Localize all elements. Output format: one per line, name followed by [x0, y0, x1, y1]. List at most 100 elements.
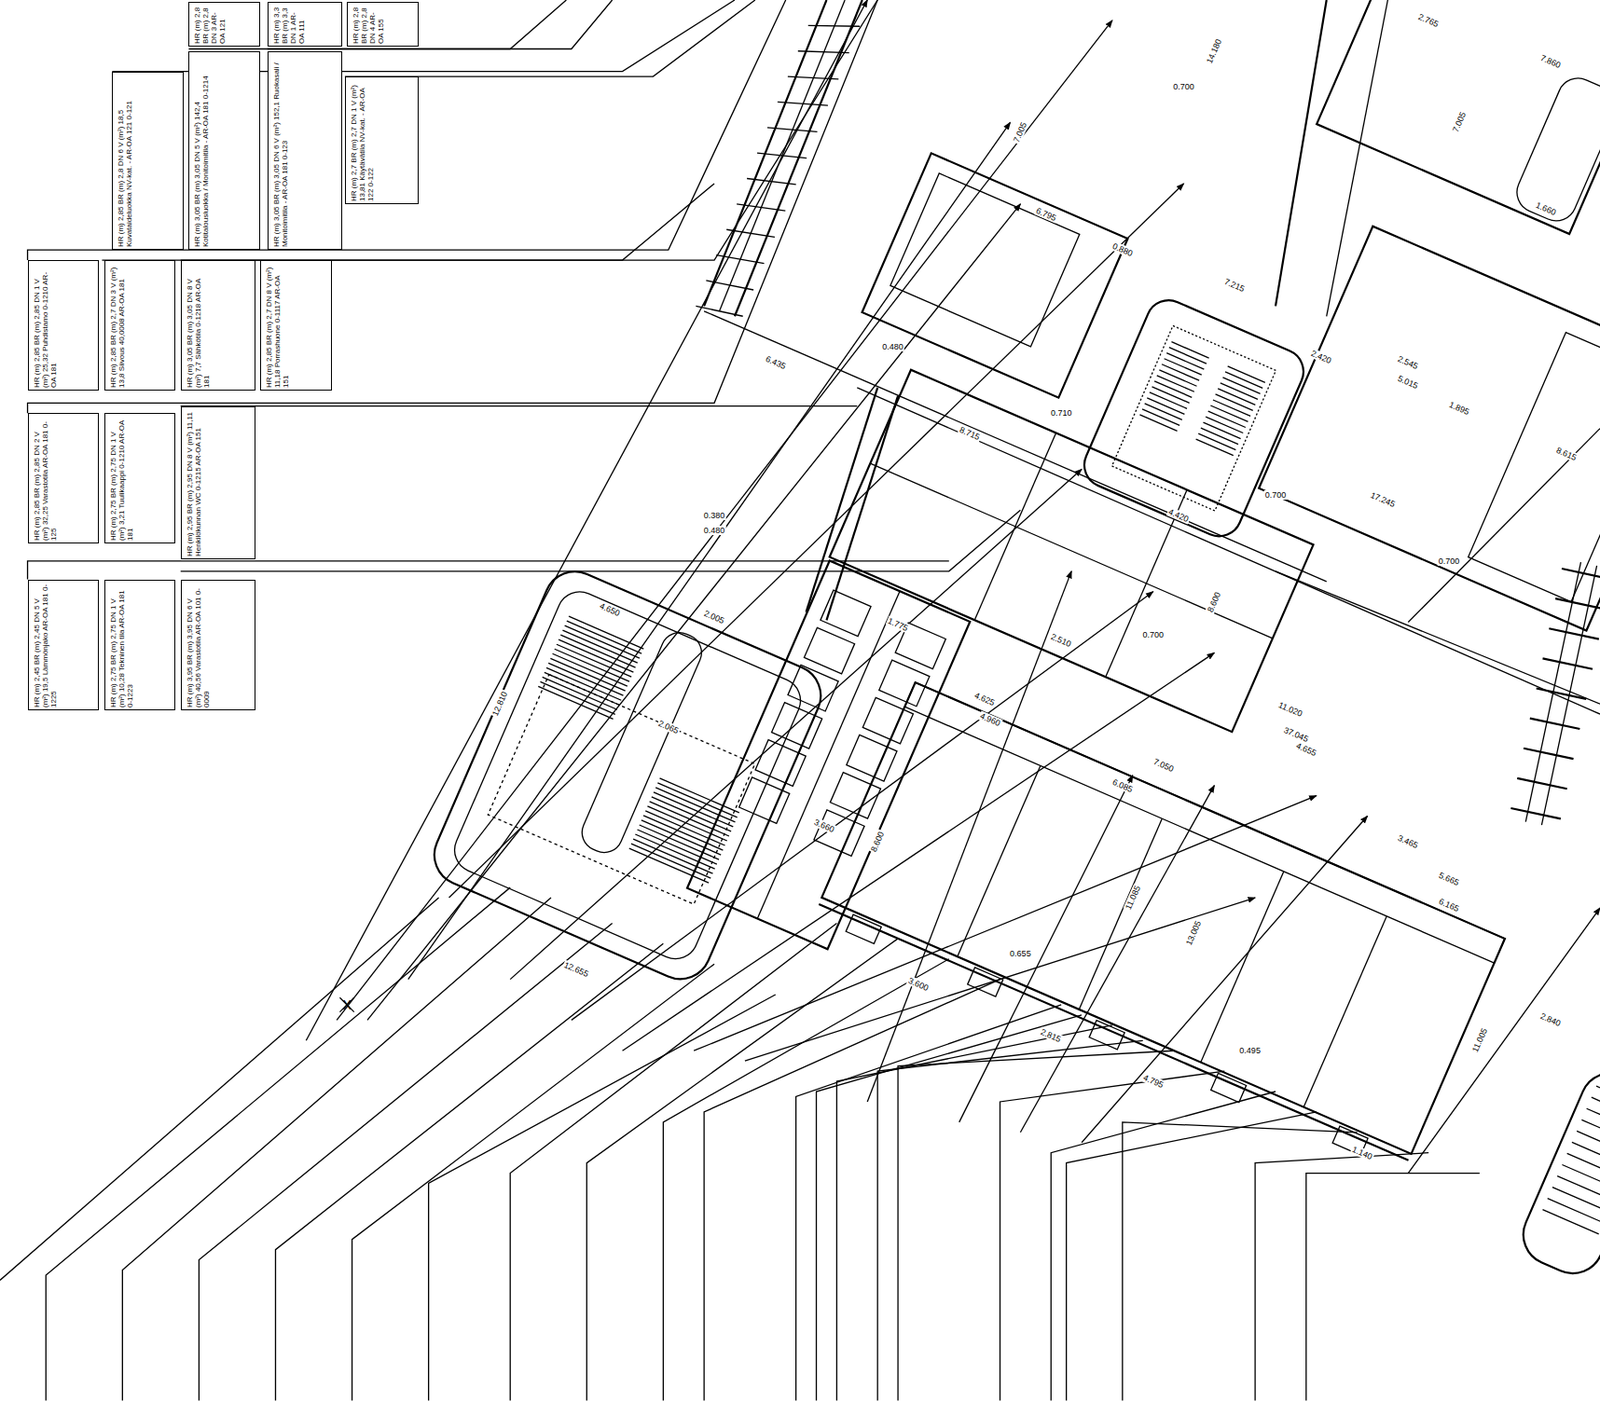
plan-line: [808, 25, 860, 28]
tag-text: HR (m) 2,85 BR (m) 2,8 DN 6 V (m²) 18,5 …: [116, 76, 134, 249]
dimension-text: 2.005: [702, 608, 727, 627]
room-tag: HR (m) 3,05 BR (m) 3,05 DN 8 V (m²) 7,7 …: [180, 260, 256, 391]
plan-line: [746, 179, 797, 185]
plan-line: [1154, 381, 1192, 398]
wall: [904, 682, 1505, 964]
dimension-text: 8.600: [1205, 589, 1224, 614]
leader-arrow: [1407, 908, 1600, 1174]
wall: [1510, 71, 1600, 228]
dimension-text: 7.215: [1222, 276, 1247, 295]
dimension-text: 5.665: [1436, 870, 1462, 889]
dimension-text: 6.165: [1436, 896, 1462, 914]
plan-line: [1275, 571, 1600, 704]
dimension-text: 6.435: [762, 353, 787, 372]
wall: [1076, 293, 1311, 544]
plan-line: [957, 765, 1041, 957]
leader-line: [877, 1040, 1144, 1401]
plan-line: [1561, 568, 1600, 580]
tag-text: HR (m) 2,8 BR (m) 2,8 DN 4 AR-OA 155: [351, 6, 386, 44]
dimension-text: 8.615: [1554, 445, 1579, 464]
plan-line: [1510, 808, 1561, 819]
plan-line: [1215, 394, 1254, 411]
plan-line: [1210, 405, 1248, 422]
room-tag: HR (m) 2,8 BR (m) 2,8 DN 4 AR-OA 155: [346, 1, 419, 47]
dimension-text: 4.650: [597, 601, 622, 620]
plan-line: [1548, 628, 1600, 639]
leader-arrow: [959, 775, 1133, 1123]
tag-leader: [180, 510, 1021, 572]
dimension-text: 12.655: [562, 959, 592, 980]
plan-line: [1200, 871, 1284, 1063]
plan-part: [687, 560, 970, 950]
plan-line: [1530, 718, 1581, 730]
plan-part: [1258, 226, 1600, 632]
tag-text: HR (m) 2,7 BR (m) 2,7 DN 1 V (m²) 13,81 …: [349, 81, 375, 202]
plan-part: [1316, 0, 1600, 235]
plan-line: [1208, 411, 1246, 428]
wall: [1316, 0, 1600, 235]
tag-leader: [180, 0, 878, 261]
dimension-text: 6.795: [1033, 205, 1058, 223]
leader-arrow: [693, 796, 1317, 1052]
room-tag: HR (m) 2,85 BR (m) 2,85 DN 2 V (m²) 32,2…: [27, 413, 100, 544]
room-tag: HR (m) 2,85 BR (m) 2,85 DN 1 V (m²) 25,3…: [27, 260, 100, 391]
wall: [787, 664, 839, 712]
dimension-text: 3.660: [812, 817, 837, 836]
plan-line: [1542, 658, 1593, 669]
dimension-text: 0.700: [1141, 630, 1165, 640]
wall: [739, 777, 790, 825]
dimension-text: 0.710: [1049, 408, 1074, 418]
leader-line: [122, 897, 552, 1401]
plan-line: [1303, 916, 1387, 1108]
plan-line: [1591, 1097, 1600, 1122]
dimension-text: 4.420: [1166, 506, 1191, 525]
tag-leader: [27, 0, 879, 414]
leader-arrow: [408, 122, 1011, 980]
wall: [1513, 1063, 1600, 1284]
dimension-text: 1.775: [885, 615, 911, 634]
dimension-text: 4.960: [977, 710, 1002, 729]
wall: [890, 173, 1080, 347]
plan-line: [798, 51, 850, 54]
plan-line: [1166, 353, 1204, 370]
plan-line: [1326, 0, 1389, 317]
plan-part: [1513, 1063, 1600, 1284]
plan-line: [1144, 403, 1183, 420]
plan-line: [767, 127, 818, 133]
dimension-text: 5.015: [1395, 373, 1421, 392]
dimension-text: 2.510: [1048, 632, 1074, 650]
plan-line: [1227, 366, 1266, 383]
dimension-text: 8.715: [956, 425, 981, 443]
plan-line: [1142, 409, 1180, 426]
tag-leader: [27, 561, 950, 580]
dimension-text: 0.495: [1238, 1046, 1262, 1056]
tag-text: HR (m) 2,75 BR (m) 2,75 DN 1 V (m²) 10,2…: [109, 584, 135, 708]
wall: [487, 675, 755, 906]
wall: [967, 967, 1004, 997]
wall: [845, 914, 882, 944]
dimension-text: 8.600: [868, 829, 887, 855]
tag-text: HR (m) 2,8 BR (m) 2,8 DN 3 AR-OA 121: [193, 6, 227, 44]
dimension-text: 2.840: [1538, 1011, 1563, 1030]
dimension-text: 11.020: [1276, 699, 1305, 718]
plan-line: [1572, 1142, 1600, 1167]
room-tag: HR (m) 2,95 BR (m) 2,95 DN 8 V (m²) 11,1…: [180, 406, 256, 560]
dimension-text: 3.600: [906, 976, 931, 994]
tag-text: HR (m) 2,85 BR (m) 2,7 DN 3 V (m²) 13,8 …: [109, 264, 126, 388]
leader-line: [897, 1050, 1173, 1401]
plan-line: [1547, 1199, 1600, 1224]
plan-line: [726, 229, 775, 237]
plan-line: [695, 305, 743, 317]
plan-line: [1196, 439, 1234, 456]
dimension-text: 11.085: [1122, 883, 1143, 912]
dimension-text: 4.625: [972, 689, 997, 708]
plan-line: [1220, 383, 1258, 400]
plan-line: [1157, 375, 1195, 392]
leader-line: [662, 959, 949, 1401]
leader-arrow: [867, 571, 1072, 1103]
leader-arrow: [336, 20, 1113, 1021]
cross-label: X: [341, 1000, 352, 1010]
dimension-text: 7.005: [1449, 110, 1468, 135]
wall: [829, 370, 1314, 732]
